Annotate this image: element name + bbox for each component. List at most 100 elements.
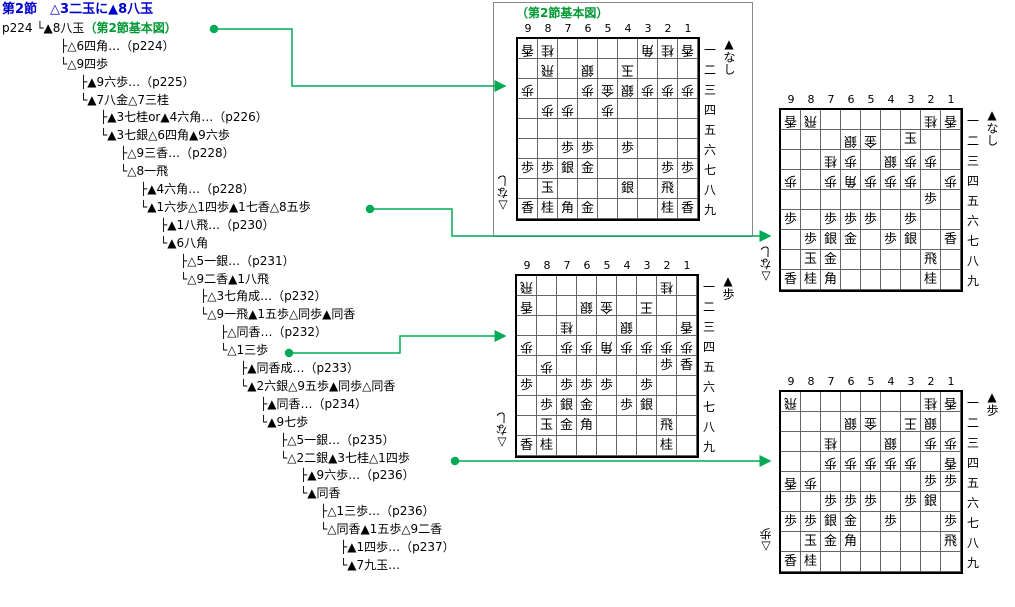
board-square: 銀 (841, 412, 861, 432)
tree-line-text: ├▲1四歩…（p237） (340, 540, 455, 554)
board-square (841, 392, 861, 412)
board-square (638, 139, 658, 159)
file-label: 8 (807, 375, 815, 388)
tree-line: └△9四歩 (60, 56, 108, 72)
sente-piece: 銀 (923, 494, 937, 509)
sente-piece: 金 (843, 232, 857, 247)
board-square (618, 39, 638, 59)
board-square (638, 59, 658, 79)
board-square (861, 532, 881, 552)
tree-line-text: 第2節 △3二玉に▲8八玉 (2, 2, 154, 17)
arrow-1 (214, 28, 507, 92)
board-square: 玉 (801, 532, 821, 552)
sente-piece: 歩 (923, 474, 937, 489)
board-square (801, 432, 821, 452)
rank-label: 三 (966, 154, 979, 168)
diagram-link-label[interactable]: （第2節基本図） (84, 20, 177, 35)
tree-line-text: ├△5一銀…（p231） (180, 253, 295, 268)
board-square: 歩 (941, 432, 961, 452)
sente-piece: 玉 (803, 534, 817, 549)
board-square (637, 356, 657, 376)
board-square: 飛 (517, 276, 537, 296)
board-square (597, 416, 617, 436)
board-square: 歩 (577, 376, 597, 396)
board-square: 飛 (941, 532, 961, 552)
file-label: 5 (604, 22, 612, 35)
tree-line: └▲9七歩 (260, 414, 308, 430)
board-square (597, 276, 617, 296)
tree-line: └△2二銀▲3七桂△1四歩 (280, 450, 410, 466)
arrow-3 (289, 330, 507, 354)
sente-piece: 銀 (620, 181, 634, 196)
board-square: 歩 (678, 79, 698, 99)
tree-line: ├▲4六角…（p228） (140, 181, 255, 197)
board-square (861, 432, 881, 452)
file-label: 5 (867, 375, 875, 388)
tree-line-text: └△2二銀▲3七桂△1四歩 (280, 450, 410, 465)
tree-line: └△同香▲1五歩△9二香 (320, 521, 442, 537)
sente-piece: 銀 (823, 232, 837, 247)
connector-arrows (209, 24, 772, 467)
rank-label: 九 (702, 440, 715, 454)
board-square (677, 376, 697, 396)
sente-piece: 香 (783, 272, 797, 287)
board-square (538, 139, 558, 159)
board-square (518, 59, 538, 79)
rank-label: 七 (966, 516, 979, 530)
board-square: 飛 (921, 250, 941, 270)
board-square: 角 (841, 170, 861, 190)
sente-piece: 香 (680, 201, 694, 216)
rank-label: 五 (966, 476, 979, 490)
board-square: 香 (781, 552, 801, 572)
board-square (617, 356, 637, 376)
board-square (578, 119, 598, 139)
board-square (941, 150, 961, 170)
rank-label: 三 (703, 83, 716, 97)
sente-piece: 歩 (539, 398, 553, 413)
file-label: 5 (867, 93, 875, 106)
board-square: 香 (677, 356, 697, 376)
tree-line: └▲3七銀△6四角▲9六歩 (100, 127, 230, 143)
board-square (881, 552, 901, 572)
file-label: 7 (563, 259, 571, 272)
sente-piece: 歩 (559, 378, 573, 393)
board-square: 歩 (537, 356, 557, 376)
tree-line: ├△6四角…（p224） (60, 38, 175, 54)
board-square: 歩 (597, 376, 617, 396)
sente-hand: ▲なし (985, 108, 999, 146)
board-grid: 香飛桂香銀金玉桂歩銀歩歩歩歩角歩歩歩歩歩歩歩歩歩歩歩銀金歩銀香玉金飛香桂角桂 (779, 108, 963, 292)
board-square: 銀 (901, 230, 921, 250)
tree-line-text: └△9四歩 (60, 56, 109, 71)
board-square: 金 (821, 250, 841, 270)
tree-line: ├△5一銀…（p235） (280, 432, 395, 448)
sente-piece: 歩 (943, 514, 957, 529)
board-square: 歩 (657, 336, 677, 356)
sente-piece: 桂 (539, 438, 553, 453)
rank-label: 六 (702, 380, 715, 394)
board-square (517, 356, 537, 376)
board-square (781, 150, 801, 170)
board-square: 歩 (821, 210, 841, 230)
sente-piece: 角 (823, 272, 837, 287)
board-square (638, 119, 658, 139)
board-square: 銀 (821, 512, 841, 532)
file-label: 8 (543, 259, 551, 272)
sente-piece: 銀 (823, 514, 837, 529)
board-square (518, 119, 538, 139)
board-square: 桂 (801, 552, 821, 572)
sente-piece: 歩 (943, 474, 957, 489)
rank-label: 八 (966, 536, 979, 550)
board-square (658, 99, 678, 119)
tree-line-text: └▲7九玉… (340, 557, 401, 572)
rank-label: 一 (702, 280, 715, 294)
board-square (618, 99, 638, 119)
board-square: 香 (941, 452, 961, 472)
board-square (881, 210, 901, 230)
board-square (821, 190, 841, 210)
board-square (678, 99, 698, 119)
board-square: 飛 (801, 110, 821, 130)
tree-line-text: p224 └▲8八玉 (2, 20, 85, 35)
file-label: 1 (947, 375, 955, 388)
sente-piece: 金 (559, 418, 573, 433)
tree-line: ├▲同香…（p234） (260, 396, 367, 412)
